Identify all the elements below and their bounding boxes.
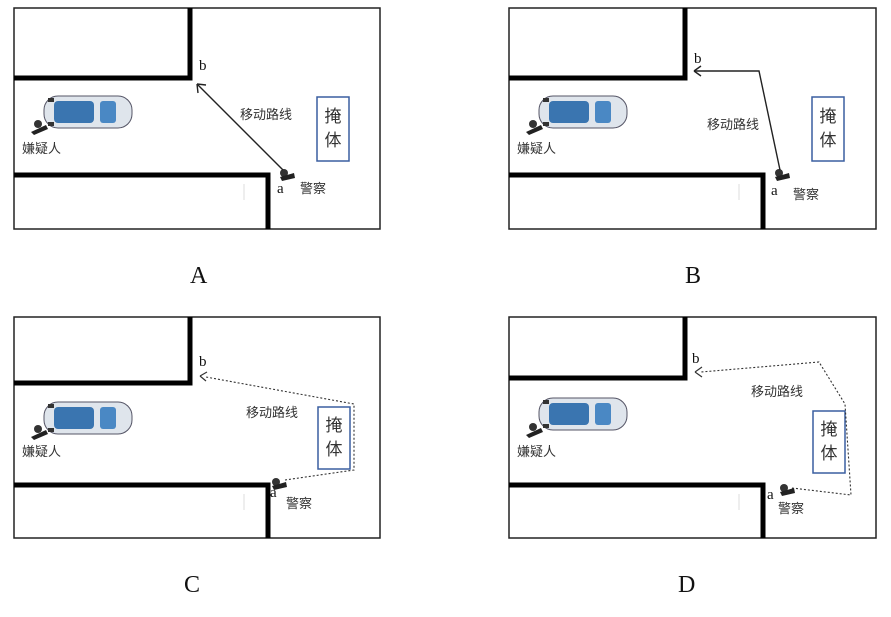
suspect-label: 嫌疑人 — [517, 141, 556, 157]
police-icon — [280, 169, 295, 181]
point-b-label: b — [694, 51, 702, 67]
panel-label: C — [184, 572, 201, 598]
suspect-icon — [31, 425, 48, 440]
route-arrowhead — [199, 371, 208, 382]
cover-label: 掩 — [326, 416, 343, 436]
suspect-icon — [31, 120, 48, 135]
upper-wall — [509, 8, 688, 81]
cover-label: 掩 — [821, 420, 838, 440]
upper-wall — [509, 317, 688, 381]
route-label: 移动路线 — [751, 384, 803, 400]
police-label: 警察 — [300, 181, 326, 197]
cover-label: 掩 — [325, 107, 342, 127]
cover-label-2: 体 — [820, 131, 837, 151]
car-icon — [43, 401, 133, 435]
lower-wall — [509, 482, 766, 538]
cover-label: 掩 — [820, 107, 837, 127]
police-label: 警察 — [778, 501, 804, 517]
suspect-icon — [526, 120, 543, 135]
upper-wall — [14, 8, 193, 81]
police-icon — [775, 169, 790, 181]
route-label: 移动路线 — [707, 117, 759, 133]
point-a-label: a — [767, 487, 774, 503]
panel-b-diagram: 嫌疑人 掩 体 移动路线 a 警察 b — [508, 7, 877, 230]
cover-box — [317, 406, 351, 470]
point-a-label: a — [277, 181, 284, 197]
cover-box — [316, 96, 350, 162]
panel-a-diagram: 嫌疑人 掩 体 移动路线 a 警察 b — [13, 7, 381, 230]
suspect-label: 嫌疑人 — [22, 141, 61, 157]
suspect-label: 嫌疑人 — [517, 444, 556, 460]
upper-wall — [14, 317, 193, 386]
police-icon — [272, 478, 287, 490]
cover-label-2: 体 — [325, 131, 342, 151]
point-a-label: a — [771, 183, 778, 199]
panel-d-diagram: 嫌疑人 掩 体 移动路线 a 警察 b — [508, 316, 877, 539]
route-line — [196, 83, 284, 171]
point-a-label: a — [270, 485, 277, 501]
cover-box — [812, 410, 846, 474]
point-b-label: b — [199, 58, 207, 74]
panel-c-diagram: 嫌疑人 掩 体 移动路线 a 警察 b — [13, 316, 381, 539]
car-icon — [538, 95, 628, 129]
panel-c: 嫌疑人 掩 体 移动路线 a 警察 b C — [0, 310, 400, 617]
police-label: 警察 — [286, 496, 312, 512]
panel-d: 嫌疑人 掩 体 移动路线 a 警察 b D — [495, 310, 891, 617]
lower-wall — [14, 482, 271, 538]
panel-b: 嫌疑人 掩 体 移动路线 a 警察 b B — [495, 0, 891, 300]
cover-label-2: 体 — [821, 444, 838, 464]
panel-label: B — [685, 263, 702, 289]
suspect-label: 嫌疑人 — [22, 444, 61, 460]
route-arrowhead — [693, 65, 702, 77]
lower-wall — [14, 172, 271, 229]
route-arrowhead — [196, 83, 207, 94]
point-b-label: b — [692, 351, 700, 367]
panel-a: 嫌疑人 掩 体 移动路线 a 警察 b A — [0, 0, 400, 300]
route-arrowhead — [694, 366, 703, 378]
police-label: 警察 — [793, 187, 819, 203]
cover-box — [811, 96, 845, 162]
car-icon — [538, 397, 628, 431]
cover-label-2: 体 — [326, 440, 343, 460]
suspect-icon — [526, 423, 543, 438]
lower-wall — [509, 172, 766, 229]
police-icon — [780, 484, 795, 496]
car-icon — [43, 95, 133, 129]
point-b-label: b — [199, 354, 207, 370]
route-line — [694, 70, 781, 171]
panel-label: A — [190, 263, 208, 289]
route-label: 移动路线 — [246, 405, 298, 421]
route-label: 移动路线 — [240, 107, 292, 123]
panel-label: D — [678, 572, 696, 598]
